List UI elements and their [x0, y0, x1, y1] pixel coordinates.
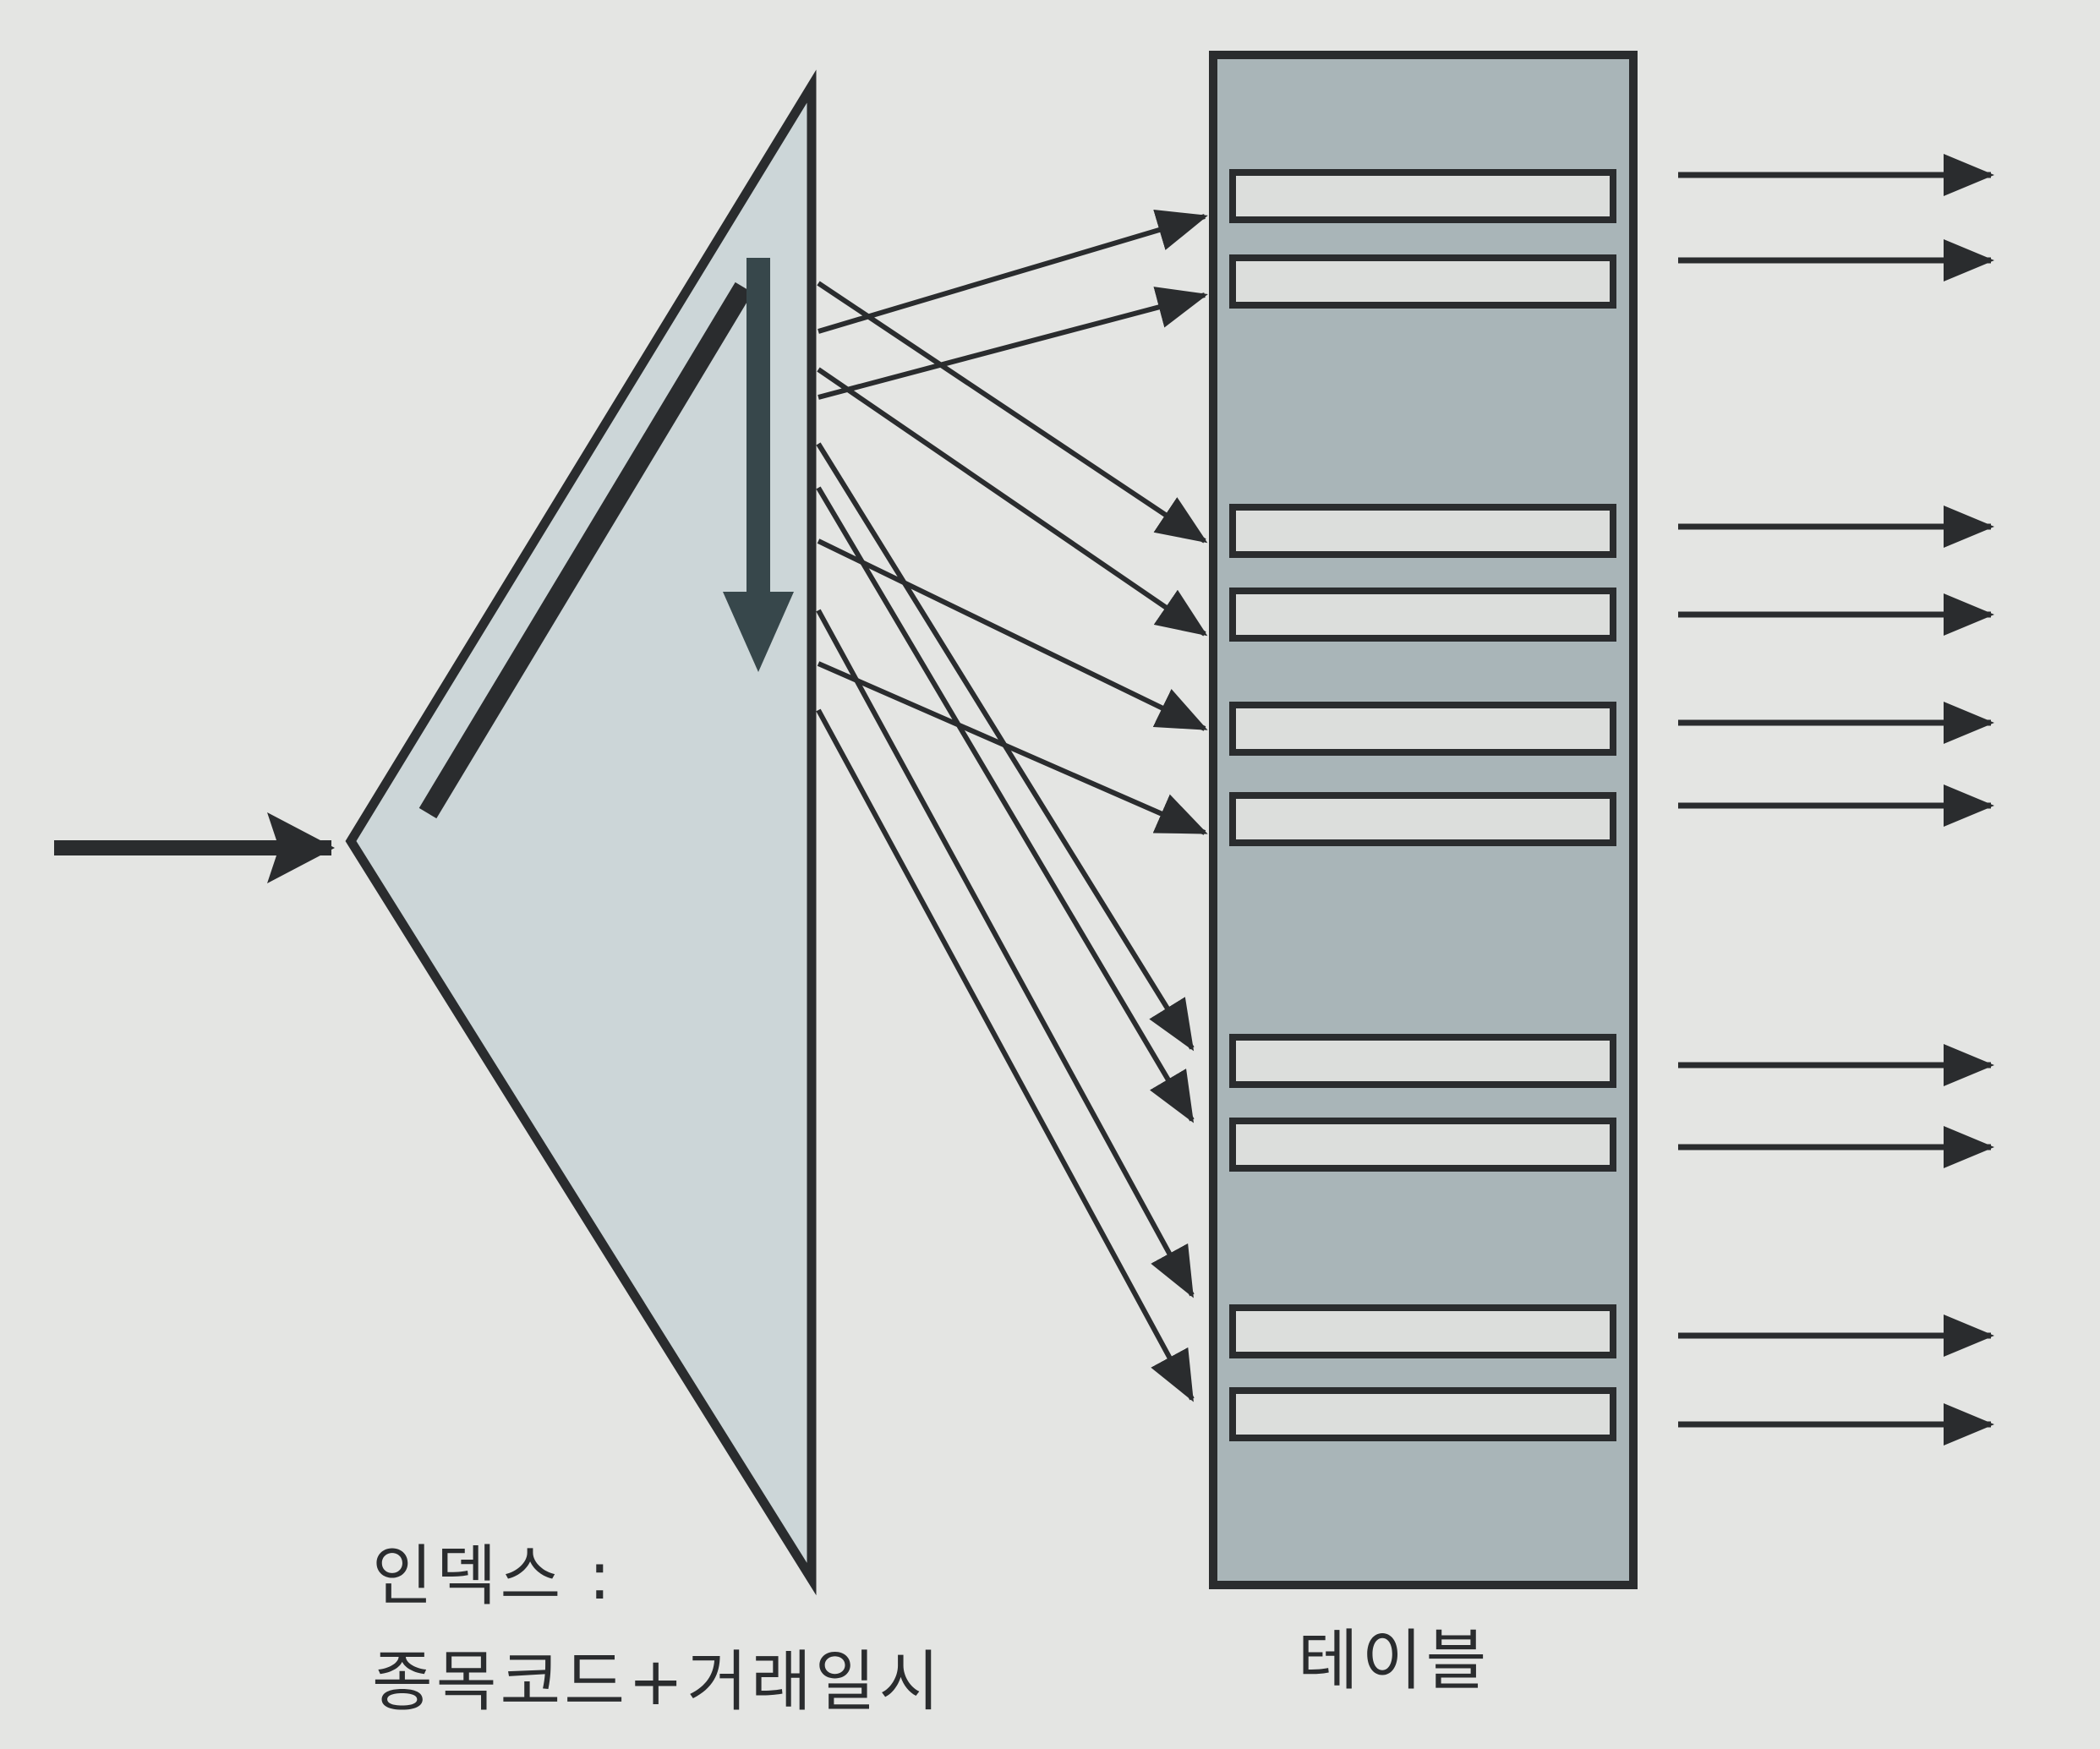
table-caption: 테이블 [1298, 1623, 1490, 1699]
table-row [1229, 504, 1616, 558]
table-row [1229, 588, 1616, 642]
index-caption-line2: 종목코드+거래일시 [372, 1644, 943, 1720]
table-row [1229, 1304, 1616, 1358]
index-pointer-arrow [818, 210, 1208, 334]
index-pointer-arrow [817, 661, 1208, 835]
index-pointer-arrow [817, 281, 1208, 544]
table-row [1229, 792, 1616, 846]
index-pointer-arrow [816, 442, 1195, 1052]
table-row [1229, 1034, 1616, 1088]
index-pointers [816, 210, 1208, 1402]
table-rows [1229, 169, 1616, 1441]
index-access-path [418, 281, 753, 819]
index-pointer-arrow [816, 609, 1195, 1298]
table-row [1229, 1118, 1616, 1172]
table-row [1229, 254, 1616, 309]
table-row [1229, 1387, 1616, 1441]
index-pointer-arrow [818, 287, 1208, 400]
index-scan-arrow [723, 258, 794, 672]
index-pointer-arrow [816, 486, 1195, 1123]
index-pointer-arrow [816, 708, 1195, 1402]
table-row [1229, 169, 1616, 223]
output-arrows [1678, 154, 1994, 1446]
index-triangle [345, 69, 817, 1596]
index-caption-line1: 인덱스 : [372, 1539, 615, 1615]
table-row [1229, 702, 1616, 756]
index-pointer-arrow [817, 538, 1208, 731]
index-pointer-arrow [817, 367, 1208, 637]
